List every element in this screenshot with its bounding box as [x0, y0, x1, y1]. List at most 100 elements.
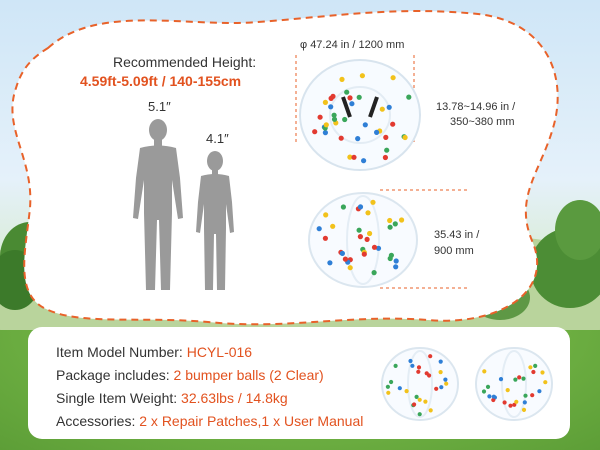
ball-dot: [502, 400, 507, 405]
ball-dot: [330, 223, 336, 229]
ball-dot: [402, 134, 408, 141]
ball-dot: [382, 154, 388, 161]
ball-dot: [383, 134, 389, 140]
ball-dot: [517, 375, 522, 380]
ball-dot: [386, 390, 391, 395]
specs-card: Item Model Number: HCYL-016 Package incl…: [28, 327, 570, 439]
ball-dot: [513, 377, 518, 382]
ball-dot: [397, 386, 402, 391]
ball-dot: [412, 402, 417, 407]
ball-dot: [428, 408, 433, 413]
ball-dot: [331, 116, 338, 122]
ball-dot: [387, 255, 393, 262]
ball-dot: [498, 377, 504, 382]
ball-dot: [512, 402, 517, 407]
adult-silhouette-icon: [133, 119, 183, 290]
ball-dot: [361, 158, 367, 164]
ball-dot: [416, 365, 422, 370]
ball-dot: [349, 101, 355, 107]
ball-dot: [414, 394, 419, 399]
ball-dot: [531, 369, 536, 375]
ball-dot: [416, 369, 421, 374]
ball-dot: [533, 363, 538, 368]
ball-dot: [367, 230, 373, 237]
ball-dot: [423, 399, 428, 404]
recommended-height-value: 4.59ft-5.09ft / 140-155cm: [80, 73, 242, 89]
ball-dot: [399, 217, 405, 223]
ball-dot: [379, 106, 385, 112]
ball-height-label-1: 35.43 in /: [434, 229, 480, 241]
ball-dot: [342, 256, 348, 262]
bumper-ball-side-view: [308, 192, 418, 288]
spec-weight-label: Single Item Weight:: [56, 390, 182, 406]
ball-dot: [387, 217, 393, 224]
ball-dot: [344, 89, 350, 95]
spec-accessories-label: Accessories:: [56, 413, 140, 429]
ball-dot: [375, 245, 382, 251]
ball-height-label-2: 900 mm: [434, 245, 474, 257]
ball-dot: [322, 99, 328, 105]
ball-dot: [355, 136, 361, 142]
ball-dot: [338, 135, 344, 141]
ball-dot: [439, 385, 444, 390]
ball-dot: [528, 365, 533, 370]
child-silhouette-icon: [196, 151, 234, 290]
spec-model-value: HCYL-016: [186, 344, 253, 360]
ball-dot: [505, 388, 510, 393]
spec-model-label: Item Model Number:: [56, 344, 187, 360]
ball-depth-label-2: 350~380 mm: [450, 116, 515, 128]
content-blob: [11, 10, 559, 326]
ball-dot: [508, 403, 513, 408]
height-guide-lines: [380, 189, 468, 289]
package-ball-1: [381, 347, 459, 421]
spec-accessories-value: 2 x Repair Patches,1 x User Manual: [139, 413, 364, 429]
ball-dot: [351, 154, 357, 160]
ball-dot: [530, 393, 535, 398]
ball-dot: [482, 369, 487, 374]
ball-dot: [537, 389, 542, 394]
ball-dot: [323, 122, 329, 128]
ball-dot: [357, 234, 363, 240]
ball-dot: [438, 359, 443, 364]
ball-dot: [347, 265, 353, 271]
ball-dot: [390, 121, 396, 127]
ball-dot: [356, 94, 362, 100]
ball-dot: [522, 400, 527, 405]
spec-package-value: 2 bumper balls (2 Clear): [173, 367, 324, 383]
ball-dot: [406, 94, 412, 100]
ball-dot: [356, 227, 362, 233]
ball-dot: [361, 251, 367, 257]
ball-dot: [487, 394, 492, 399]
ball-dot: [410, 363, 415, 368]
background-tree: [555, 200, 600, 260]
spec-row-accessories: Accessories: 2 x Repair Patches,1 x User…: [56, 413, 363, 429]
ball-dot: [481, 389, 487, 394]
ball-dot: [390, 75, 396, 81]
ball-dot: [370, 199, 376, 205]
ball-dot: [384, 147, 390, 153]
ball-dot: [393, 258, 399, 264]
ball-dot: [417, 397, 422, 402]
ball-dot: [357, 204, 364, 210]
ball-dot: [371, 244, 378, 250]
ball-dot: [322, 235, 328, 241]
bumper-ball-top-view: [299, 59, 421, 171]
ball-dot: [428, 354, 433, 359]
ball-dot: [364, 236, 370, 242]
spec-package-label: Package includes:: [56, 367, 174, 383]
ball-dot: [404, 389, 409, 394]
ball-dot: [374, 129, 380, 135]
ball-dot: [327, 260, 333, 266]
spec-row-model: Item Model Number: HCYL-016: [56, 344, 252, 360]
ball-dot: [328, 104, 334, 110]
ball-dot: [523, 393, 528, 398]
ball-dot: [387, 224, 393, 230]
ball-dot: [540, 370, 545, 375]
ball-dot: [427, 373, 432, 378]
ball-dot: [521, 407, 527, 412]
ball-dot: [347, 154, 353, 160]
ball-dot: [362, 122, 368, 128]
ball-dot: [417, 412, 422, 417]
ball-diameter-label: φ 47.24 in / 1200 mm: [300, 39, 405, 51]
ball-dot: [316, 226, 322, 232]
